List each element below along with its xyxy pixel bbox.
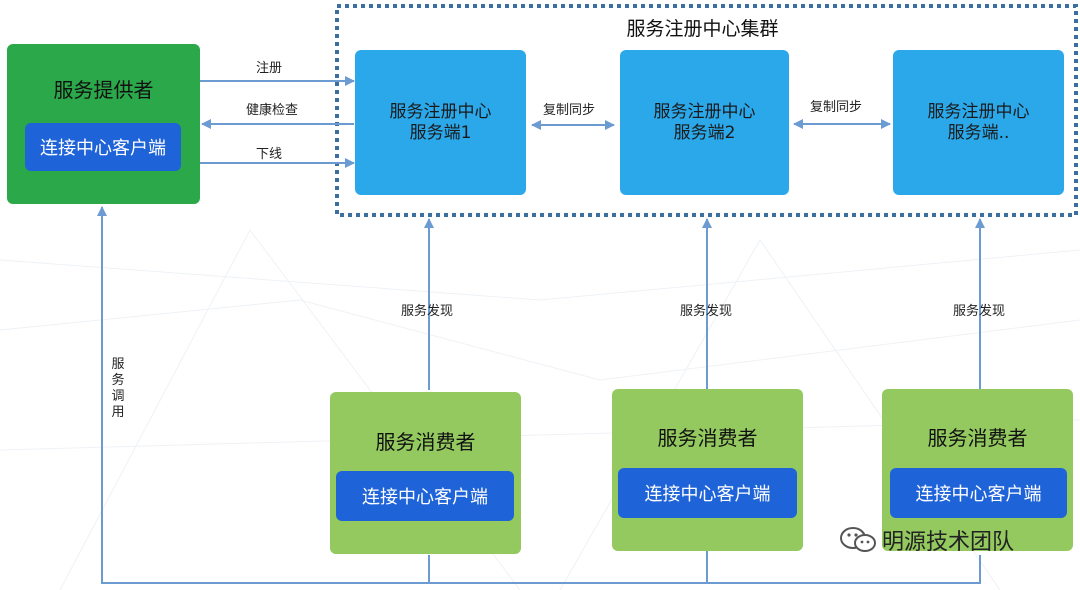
server-3-line1: 服务注册中心 xyxy=(927,101,1030,122)
server-1-line1: 服务注册中心 xyxy=(389,101,492,122)
cluster-title: 服务注册中心集群 xyxy=(626,18,779,40)
wechat-icon xyxy=(840,527,876,552)
consumer-3-title: 服务消费者 xyxy=(927,426,1028,450)
edge-invoke xyxy=(97,206,981,584)
server-2-line2: 服务端2 xyxy=(673,122,736,143)
provider-title: 服务提供者 xyxy=(53,78,154,102)
cluster-border xyxy=(335,4,1078,217)
consumer-1-title: 服务消费者 xyxy=(375,430,476,454)
label-invoke: 服务调用 xyxy=(111,357,125,420)
registry-server-2: 服务注册中心 服务端2 xyxy=(620,50,789,195)
server-1-line2: 服务端1 xyxy=(409,122,472,143)
label-discover-3: 服务发现 xyxy=(953,304,1006,319)
consumer-1-client: 连接中心客户端 xyxy=(336,471,514,521)
registry-server-3: 服务注册中心 服务端.. xyxy=(893,50,1064,195)
registry-server-1: 服务注册中心 服务端1 xyxy=(355,50,526,195)
consumer-3-client: 连接中心客户端 xyxy=(890,468,1067,518)
label-register: 注册 xyxy=(256,61,283,76)
consumer-2-client: 连接中心客户端 xyxy=(618,468,797,518)
label-discover-2: 服务发现 xyxy=(680,304,733,319)
label-sync-2: 复制同步 xyxy=(810,100,863,115)
server-3-line2: 服务端.. xyxy=(947,122,1010,143)
consumer-node-3: 服务消费者 连接中心客户端 xyxy=(882,389,1073,551)
label-offline: 下线 xyxy=(256,147,283,162)
consumer-2-title: 服务消费者 xyxy=(657,426,758,450)
watermark-text: 明源技术团队 xyxy=(882,530,1015,555)
watermark: 明源技术团队 xyxy=(838,524,1014,556)
consumer-node-2: 服务消费者 连接中心客户端 xyxy=(612,389,803,551)
consumer-node-1: 服务消费者 连接中心客户端 xyxy=(330,392,521,554)
provider-client: 连接中心客户端 xyxy=(25,123,181,171)
label-health: 健康检查 xyxy=(246,103,299,118)
label-sync-1: 复制同步 xyxy=(543,103,596,118)
server-2-line1: 服务注册中心 xyxy=(653,101,756,122)
label-discover-1: 服务发现 xyxy=(401,304,454,319)
provider-node: 服务提供者 连接中心客户端 xyxy=(7,44,200,204)
